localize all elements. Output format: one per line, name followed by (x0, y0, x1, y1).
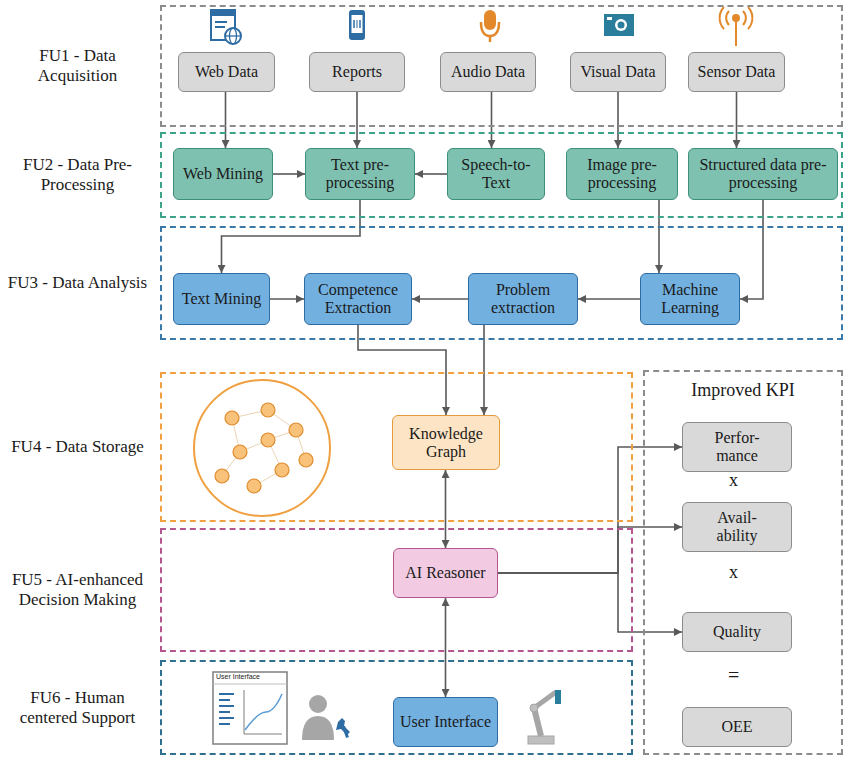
kpi-box: Perfor- mance (682, 422, 792, 472)
kpi-box: Quality (682, 612, 792, 652)
box-label: AI Reasoner (405, 564, 485, 582)
band-label: FU2 - Data Pre-Processing (5, 132, 150, 218)
flow-arrow (491, 92, 493, 148)
operator-sign: x (729, 562, 738, 583)
flow-arrow (658, 200, 660, 273)
source-box: Sensor Data (688, 52, 785, 92)
screen-caption: User Interface (216, 673, 260, 680)
band-title: FU4 - Data Storage (11, 437, 144, 457)
band-label: FU5 - AI-enhanced Decision Making (5, 528, 150, 652)
flow-arrow (270, 298, 304, 300)
flow-arrow (222, 200, 361, 273)
flow-arrow (415, 173, 447, 175)
worker-illustration (302, 695, 350, 740)
box-label: OEE (721, 718, 752, 736)
storage-box: Knowledge Graph (392, 415, 500, 470)
flow-arrow (578, 298, 640, 300)
band-label: FU6 - Human centered Support (5, 660, 150, 755)
flow-arrow (736, 92, 738, 148)
box-label: Visual Data (580, 63, 655, 81)
flow-arrow (445, 470, 447, 548)
band-title: FU1 - Data Acquisition (5, 46, 150, 85)
kpi-box: OEE (682, 707, 792, 747)
operator-sign: = (728, 664, 739, 687)
box-label: Web Mining (183, 165, 263, 183)
flow-arrow (498, 447, 682, 573)
box-label: Competence Extraction (309, 281, 407, 316)
web-icon (211, 10, 241, 44)
panel-label: Improved KPI (645, 380, 841, 401)
box-label: User Interface (400, 713, 491, 731)
box-label: Audio Data (451, 63, 525, 81)
box-label: Problem extraction (473, 281, 573, 316)
preprocess-box: Structured data pre-processing (688, 148, 838, 200)
flow-arrow (498, 527, 682, 573)
box-label: Web Data (195, 63, 258, 81)
band-title: FU5 - AI-enhanced Decision Making (5, 570, 150, 609)
band-title: FU3 - Data Analysis (8, 273, 147, 293)
phone-icon (349, 10, 365, 40)
source-box: Visual Data (570, 52, 666, 92)
box-label: Structured data pre-processing (693, 156, 833, 191)
kpi-box: Avail- ability (682, 502, 792, 552)
process-box: Competence Extraction (304, 273, 412, 325)
flow-arrow (445, 598, 447, 697)
band-label: FU1 - Data Acquisition (5, 5, 150, 127)
band-title: FU2 - Data Pre-Processing (5, 155, 150, 194)
box-label: Reports (332, 63, 382, 81)
function-band: FU5 - AI-enhanced Decision Making AI Reas… (5, 528, 633, 652)
band-label: FU3 - Data Analysis (5, 226, 150, 340)
function-band: FU6 - Human centered SupportUser Interfa… (5, 660, 633, 755)
flow-arrow (498, 573, 682, 632)
box-label: Speech-to-Text (452, 156, 540, 191)
operator-sign: x (729, 470, 738, 491)
photo-icon (604, 14, 634, 36)
flow-arrow (740, 200, 763, 299)
preprocess-box: Speech-to-Text (447, 148, 545, 200)
process-box: Text Mining (173, 273, 270, 325)
panel-title: Improved KPI (645, 380, 841, 401)
box-label: Image pre-processing (571, 156, 673, 191)
band-label: FU4 - Data Storage (5, 372, 150, 522)
flow-arrow (356, 92, 358, 148)
function-band: FU3 - Data AnalysisText Mining Competence… (5, 226, 843, 340)
process-box: Machine Learning (640, 273, 740, 325)
function-band: FU4 - Data Storage Knowledge Graph (5, 372, 633, 522)
box-label: Machine Learning (645, 281, 735, 316)
reasoner-box: AI Reasoner (393, 548, 498, 598)
source-box: Reports (309, 52, 405, 92)
flow-arrow (273, 173, 305, 175)
function-band: FU2 - Data Pre-Processing Web Mining Text … (5, 132, 843, 218)
robot-illustration (528, 690, 561, 744)
source-box: Web Data (178, 52, 275, 92)
flow-arrow (412, 298, 468, 300)
box-label: Perfor- mance (705, 429, 769, 464)
preprocess-box: Text pre-processing (305, 148, 415, 200)
box-label: Quality (713, 623, 761, 641)
flow-arrow (225, 92, 227, 148)
box-label: Text pre-processing (310, 156, 410, 191)
preprocess-box: Web Mining (173, 148, 273, 200)
box-label: Sensor Data (698, 63, 776, 81)
box-label: Avail- ability (705, 509, 769, 544)
antenna-icon (720, 7, 753, 46)
flow-arrow (617, 92, 619, 148)
band-title: FU6 - Human centered Support (5, 688, 150, 727)
source-box: Audio Data (440, 52, 536, 92)
graph-illustration (194, 380, 330, 516)
process-box: User Interface (393, 697, 498, 747)
process-box: Problem extraction (468, 273, 578, 325)
screen-illustration (213, 672, 287, 744)
box-label: Knowledge Graph (397, 425, 495, 460)
preprocess-box: Image pre-processing (566, 148, 678, 200)
function-band: FU1 - Data Acquisition Web Data Reports Aud… (5, 5, 843, 127)
kpi-panel: Improved KPI Perfor- manceAvail- abilityQ… (643, 370, 843, 755)
microphone-icon (481, 10, 499, 42)
box-label: Text Mining (182, 290, 261, 308)
